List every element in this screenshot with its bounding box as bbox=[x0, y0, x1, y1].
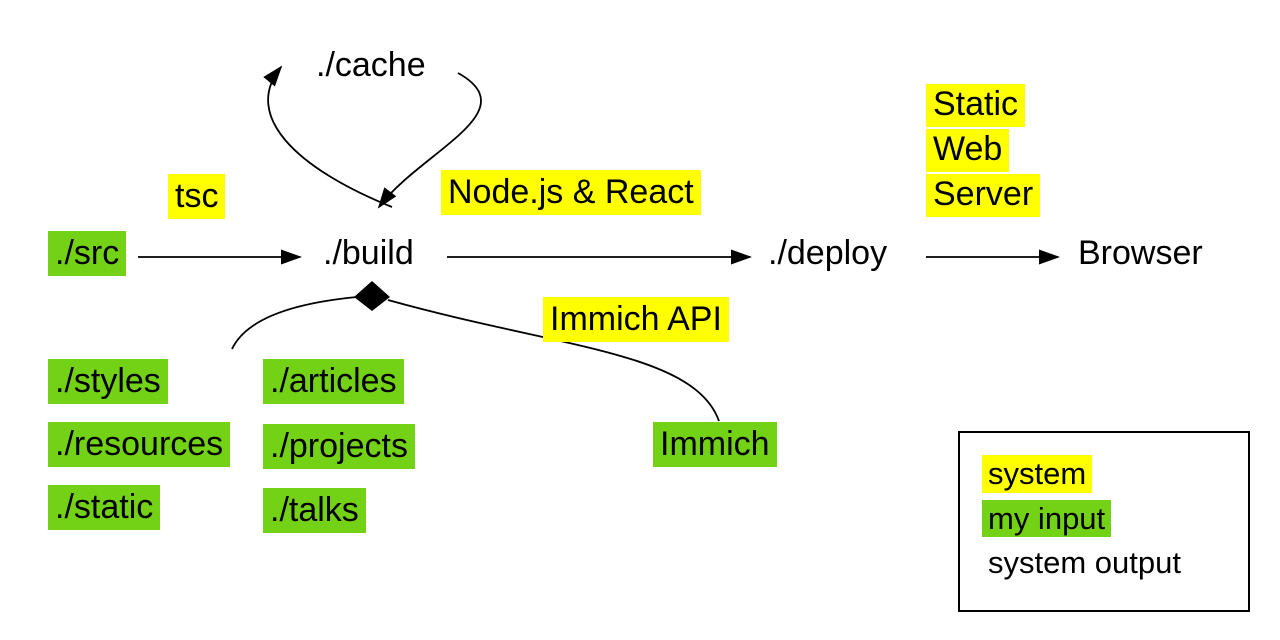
arrow-build-to-cache bbox=[263, 65, 393, 208]
folder-static: ./static bbox=[48, 485, 161, 531]
node-browser: Browser bbox=[1078, 234, 1203, 272]
legend-item-system: system bbox=[982, 455, 1093, 493]
edge-label-static-web-server-line2: Web bbox=[926, 129, 1010, 173]
edge-label-tsc: tsc bbox=[168, 174, 226, 220]
node-immich: Immich bbox=[653, 422, 777, 468]
folder-resources: ./resources bbox=[48, 422, 231, 468]
legend-item-my-input: my input bbox=[982, 499, 1112, 538]
node-src: ./src bbox=[48, 231, 127, 277]
node-deploy: ./deploy bbox=[768, 234, 888, 272]
node-build: ./build bbox=[323, 234, 414, 272]
edge-label-immich-api: Immich API bbox=[543, 297, 729, 343]
edge-label-static-web-server-line1: Static bbox=[926, 84, 1026, 128]
edge-label-static-web-server-line3: Server bbox=[926, 174, 1041, 218]
legend: system my input system output bbox=[958, 431, 1250, 612]
arrow-folders-to-build bbox=[231, 296, 358, 350]
folder-projects: ./projects bbox=[263, 424, 415, 470]
folder-talks: ./talks bbox=[263, 488, 366, 534]
legend-item-system-output: system output bbox=[988, 545, 1181, 581]
edge-label-node-react: Node.js & React bbox=[441, 170, 701, 216]
folder-articles: ./articles bbox=[263, 359, 404, 405]
node-cache: ./cache bbox=[316, 46, 426, 84]
folder-styles: ./styles bbox=[48, 359, 168, 405]
arrowhead-diamond bbox=[354, 281, 390, 311]
edge-label-static-web-server: Static Web Server bbox=[926, 84, 1041, 218]
